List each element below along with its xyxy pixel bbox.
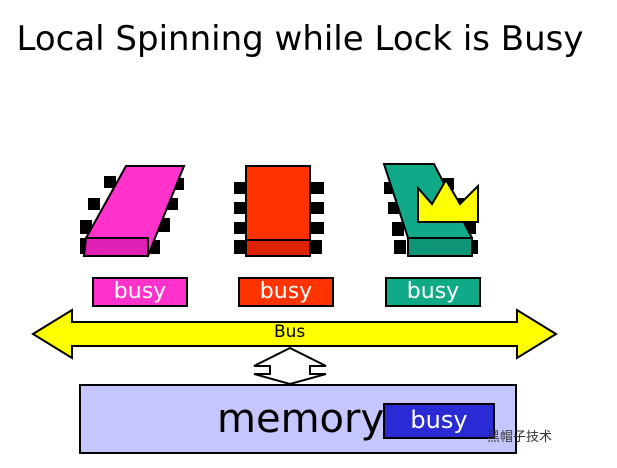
bus-memory-arrow: [253, 346, 327, 386]
slide-title: Local Spinning while Lock is Busy: [16, 19, 584, 59]
crown-icon: [417, 178, 479, 223]
cache-label-1: busy: [92, 277, 188, 307]
cache-label-3: busy: [385, 277, 481, 307]
memory-lock-value: busy: [383, 403, 495, 439]
cache-label-2: busy: [238, 277, 334, 307]
memory-label: memory: [217, 396, 385, 442]
watermark-text: 黑帽子技术: [487, 430, 553, 445]
processor-2-chip: [234, 165, 324, 257]
bus-arrow: [31, 308, 558, 360]
bus-label: Bus: [274, 322, 306, 342]
processor-1-chip: [80, 165, 186, 257]
